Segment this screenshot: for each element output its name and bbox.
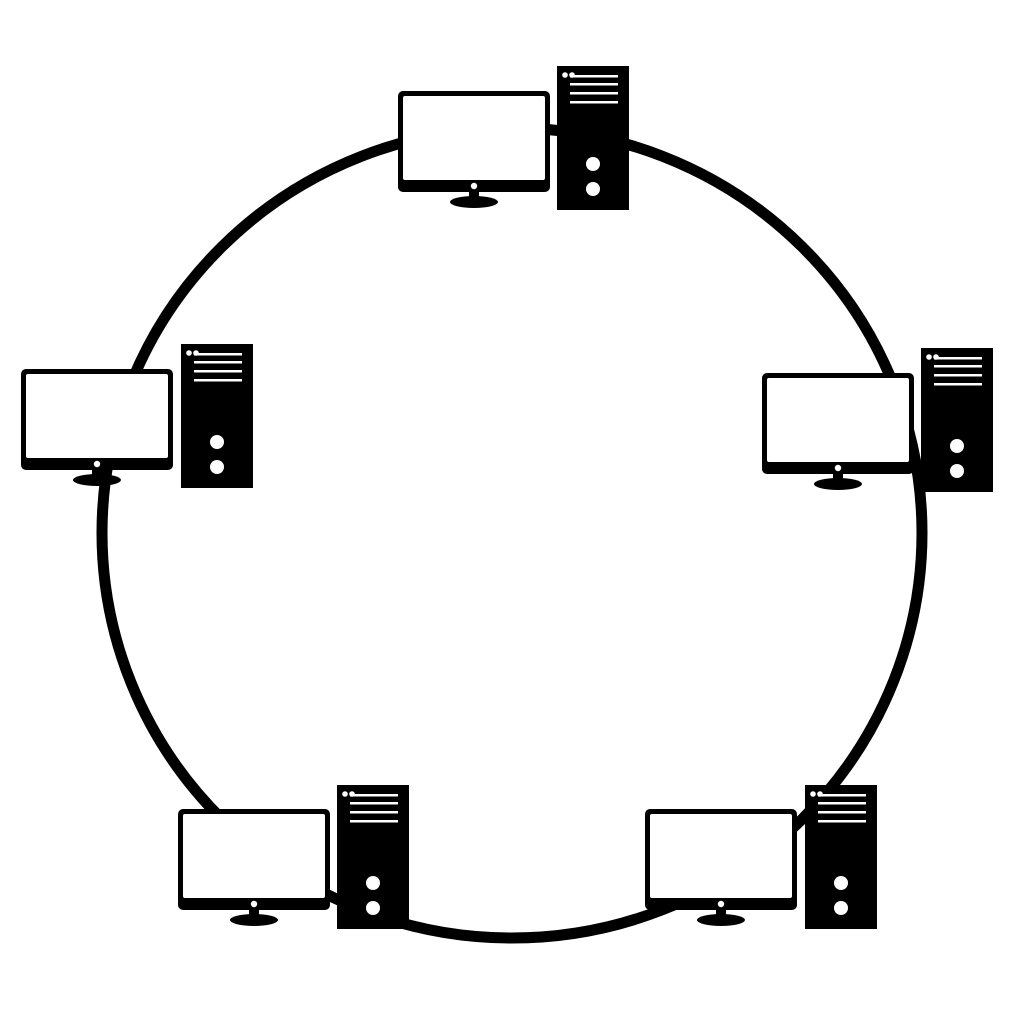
tower-icon xyxy=(557,66,629,210)
drive-bay-line xyxy=(570,101,618,104)
indicator-dot xyxy=(810,791,816,797)
monitor-neck xyxy=(469,190,479,199)
drive-bay-line xyxy=(818,811,866,814)
tower-icon xyxy=(337,785,409,929)
reset-button xyxy=(366,901,380,915)
workstation-bottom-right xyxy=(645,785,877,929)
power-led xyxy=(717,900,725,908)
monitor-base xyxy=(450,196,498,208)
monitor-screen xyxy=(767,378,909,462)
drive-bay-line xyxy=(350,820,398,823)
monitor-neck xyxy=(92,468,102,477)
drive-bay-line xyxy=(350,811,398,814)
reset-button xyxy=(834,901,848,915)
monitor-base xyxy=(697,914,745,926)
drive-bay-line xyxy=(194,370,242,373)
drive-bay-line xyxy=(818,802,866,805)
monitor-screen xyxy=(183,814,325,898)
indicator-dot xyxy=(926,354,932,360)
monitor-base xyxy=(230,914,278,926)
indicator-dot xyxy=(186,350,192,356)
reset-button xyxy=(950,464,964,478)
power-led xyxy=(93,460,101,468)
drive-bay-line xyxy=(934,365,982,368)
reset-button xyxy=(586,182,600,196)
tower-icon xyxy=(921,348,993,492)
monitor-screen xyxy=(403,96,545,180)
monitor-icon xyxy=(645,809,797,926)
workstation-nodes xyxy=(21,66,993,929)
monitor-screen xyxy=(650,814,792,898)
drive-bay-line xyxy=(194,361,242,364)
drive-bay-line xyxy=(570,75,618,78)
drive-bay-line xyxy=(570,92,618,95)
monitor-icon xyxy=(21,369,173,486)
power-button xyxy=(834,876,848,890)
tower-icon xyxy=(181,344,253,488)
monitor-base xyxy=(73,474,121,486)
workstation-bottom-left xyxy=(178,785,409,929)
drive-bay-line xyxy=(350,802,398,805)
drive-bay-line xyxy=(194,353,242,356)
workstation-top xyxy=(398,66,629,210)
drive-bay-line xyxy=(818,794,866,797)
monitor-icon xyxy=(398,91,550,208)
power-button xyxy=(950,439,964,453)
monitor-neck xyxy=(249,908,259,917)
drive-bay-line xyxy=(818,820,866,823)
power-button xyxy=(586,157,600,171)
power-led xyxy=(834,464,842,472)
drive-bay-line xyxy=(934,357,982,360)
drive-bay-line xyxy=(350,794,398,797)
power-led xyxy=(470,182,478,190)
workstation-left xyxy=(21,344,253,488)
monitor-base xyxy=(814,478,862,490)
indicator-dot xyxy=(562,72,568,78)
drive-bay-line xyxy=(570,83,618,86)
monitor-icon xyxy=(762,373,914,490)
power-led xyxy=(250,900,258,908)
tower-icon xyxy=(805,785,877,929)
workstation-right xyxy=(762,348,993,492)
drive-bay-line xyxy=(934,383,982,386)
monitor-neck xyxy=(716,908,726,917)
drive-bay-line xyxy=(934,374,982,377)
power-button xyxy=(366,876,380,890)
drive-bay-line xyxy=(194,379,242,382)
monitor-screen xyxy=(26,374,168,458)
monitor-icon xyxy=(178,809,330,926)
monitor-neck xyxy=(833,472,843,481)
indicator-dot xyxy=(342,791,348,797)
power-button xyxy=(210,435,224,449)
reset-button xyxy=(210,460,224,474)
